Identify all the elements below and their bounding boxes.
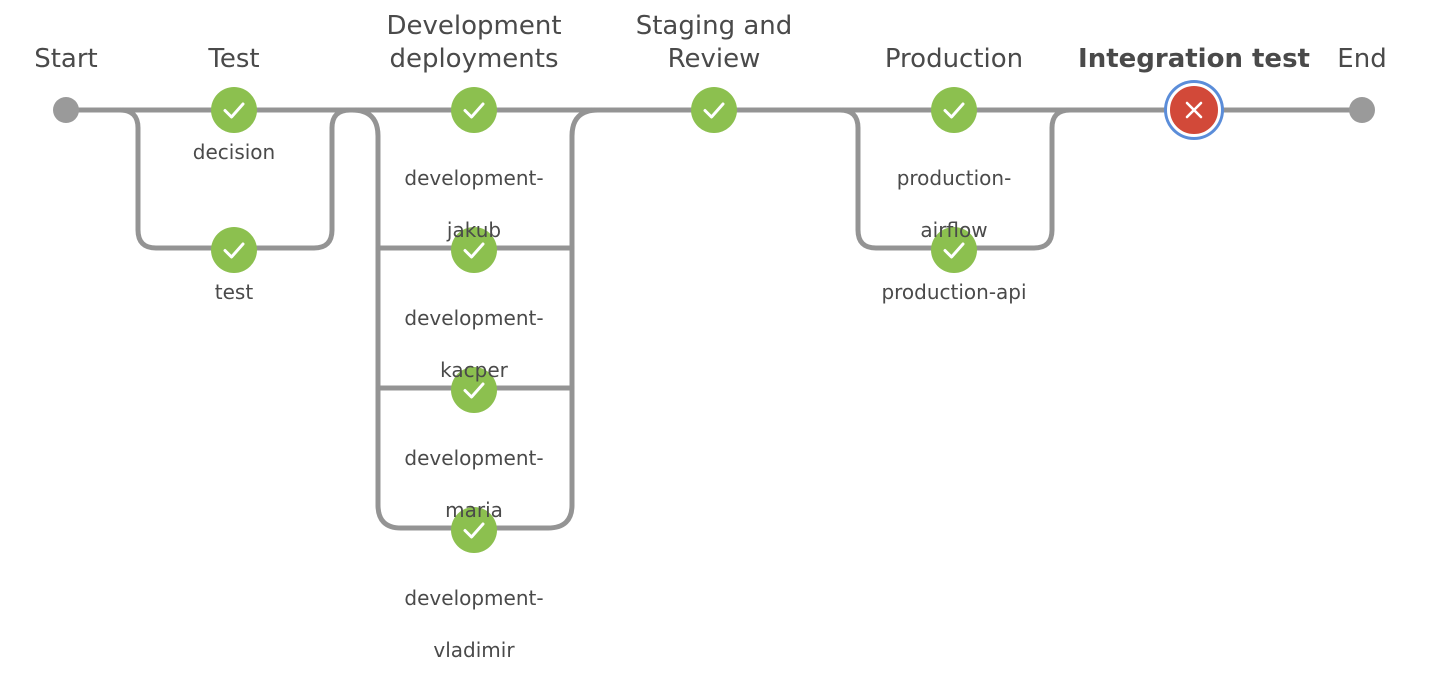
stage-title-development-line1: Development: [386, 11, 562, 41]
label-line: development-: [404, 446, 544, 470]
cross-icon: [1185, 101, 1203, 119]
start-node: [53, 97, 79, 123]
stage-title-start: Start: [34, 44, 98, 74]
check-icon: [703, 102, 725, 119]
label-development-maria: development- maria: [374, 419, 574, 549]
node-development-vladimir[interactable]: [451, 507, 497, 553]
stage-title-staging: Staging and Review: [604, 10, 824, 76]
label-test: test: [214, 280, 254, 304]
label-line: jakub: [446, 218, 502, 242]
stage-title-production: Production: [884, 44, 1024, 74]
label-line: development-: [404, 166, 544, 190]
label-line: kacper: [440, 358, 508, 382]
label-production-api: production-api: [881, 280, 1027, 304]
label-decision: decision: [192, 140, 276, 164]
label-line: airflow: [920, 218, 988, 242]
check-icon: [223, 242, 245, 259]
node-staging-and-review[interactable]: [691, 87, 737, 133]
label-line: development-: [404, 306, 544, 330]
label-line: production-: [896, 166, 1012, 190]
node-production-api[interactable]: [931, 227, 977, 273]
node-development-jakub[interactable]: [451, 87, 497, 133]
label-development-kacper: development- kacper: [374, 279, 574, 409]
stage-title-test: Test: [208, 44, 260, 74]
label-production-airflow: production- airflow: [854, 139, 1054, 269]
check-icon: [463, 522, 485, 539]
node-decision[interactable]: [211, 87, 257, 133]
node-development-kacper[interactable]: [451, 227, 497, 273]
node-development-maria[interactable]: [451, 367, 497, 413]
label-line: development-: [404, 586, 544, 610]
label-line: maria: [445, 498, 503, 522]
stage-title-staging-line1: Staging and: [635, 11, 793, 41]
stage-title-end: End: [1337, 44, 1387, 74]
label-development-jakub: development- jakub: [374, 139, 574, 269]
stage-title-staging-line2: Review: [667, 44, 761, 74]
label-line: vladimir: [433, 638, 515, 662]
check-icon: [463, 102, 485, 119]
stage-title-development-line2: deployments: [389, 44, 559, 74]
end-node: [1349, 97, 1375, 123]
check-icon: [463, 382, 485, 399]
node-test[interactable]: [211, 227, 257, 273]
check-icon: [223, 102, 245, 119]
node-integration-test[interactable]: [1167, 83, 1221, 137]
check-icon: [943, 102, 965, 119]
node-production-airflow[interactable]: [931, 87, 977, 133]
pipeline-graph: Start Test Development deployments Stagi…: [34, 10, 1387, 662]
label-development-vladimir: development- vladimir: [374, 559, 574, 689]
stage-title-integration-test: Integration test: [1078, 44, 1310, 74]
check-icon: [463, 242, 485, 259]
check-icon: [943, 242, 965, 259]
stage-title-development: Development deployments: [364, 10, 584, 76]
